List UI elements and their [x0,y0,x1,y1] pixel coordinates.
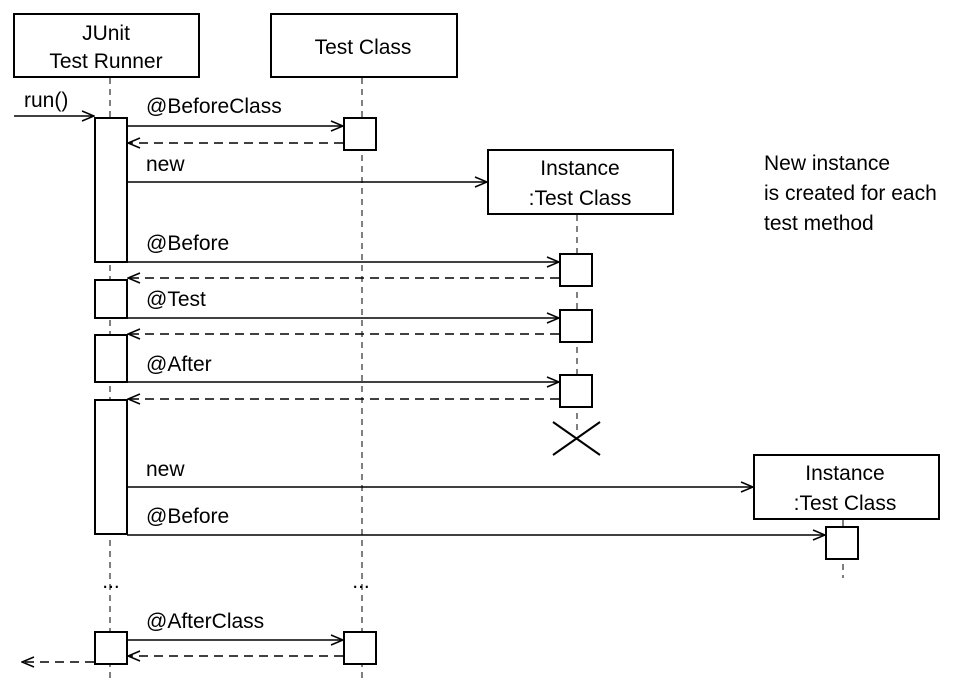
participant-instance-1: Instance :Test Class [487,149,674,215]
test-class-title: Test Class [315,36,412,59]
instance2-activation-before [825,526,859,560]
test-class-activation-2 [343,631,377,665]
instance1-activation-after [559,374,593,408]
test-class-ellipsis: ... [352,570,370,593]
message-run-label: run() [24,89,68,112]
runner-activation-5 [94,631,128,665]
runner-title-line1: JUnit [82,22,130,45]
note-line-3: test method [764,212,874,235]
message-before-class-label: @BeforeClass [146,95,282,118]
message-before-class: @BeforeClass [127,95,343,143]
message-new-instance2: new [127,458,753,487]
message-before-2: @Before [127,505,825,535]
participant-instance-2: Instance :Test Class [753,454,940,520]
message-test-label: @Test [146,288,206,311]
instance1-activation-test [559,309,593,343]
note-line-1: New instance [764,152,890,175]
message-before-1: @Before [127,232,559,278]
runner-title-line2: Test Runner [49,50,162,73]
message-test: @Test [127,288,559,334]
message-new-instance1: new [127,153,487,182]
test-class-activation-1 [343,117,377,151]
message-after-class: @AfterClass [127,610,343,656]
participant-runner: JUnit Test Runner [13,13,200,78]
runner-activation-2 [94,279,128,319]
message-before-1-label: @Before [146,232,229,255]
message-run: run() [14,89,94,116]
instance1-activation-before [559,253,593,287]
message-after: @After [127,353,559,399]
runner-activation-1 [94,117,128,263]
runner-ellipsis: ... [102,570,120,593]
message-before-2-label: @Before [146,505,229,528]
instance2-title-line1: Instance [805,462,884,485]
instance1-title-line2: :Test Class [529,187,632,210]
note-text: New instance is created for each test me… [764,152,937,235]
message-new-instance2-label: new [146,458,185,481]
runner-activation-4 [94,399,128,535]
message-new-instance1-label: new [146,153,185,176]
instance1-title-line1: Instance [540,157,619,180]
message-after-class-label: @AfterClass [146,610,264,633]
runner-activation-3 [94,334,128,383]
participant-test-class: Test Class [270,13,458,78]
destroy-mark [552,421,601,456]
instance2-title-line2: :Test Class [794,492,897,515]
message-after-label: @After [146,353,212,376]
note-line-2: is created for each [764,182,937,205]
